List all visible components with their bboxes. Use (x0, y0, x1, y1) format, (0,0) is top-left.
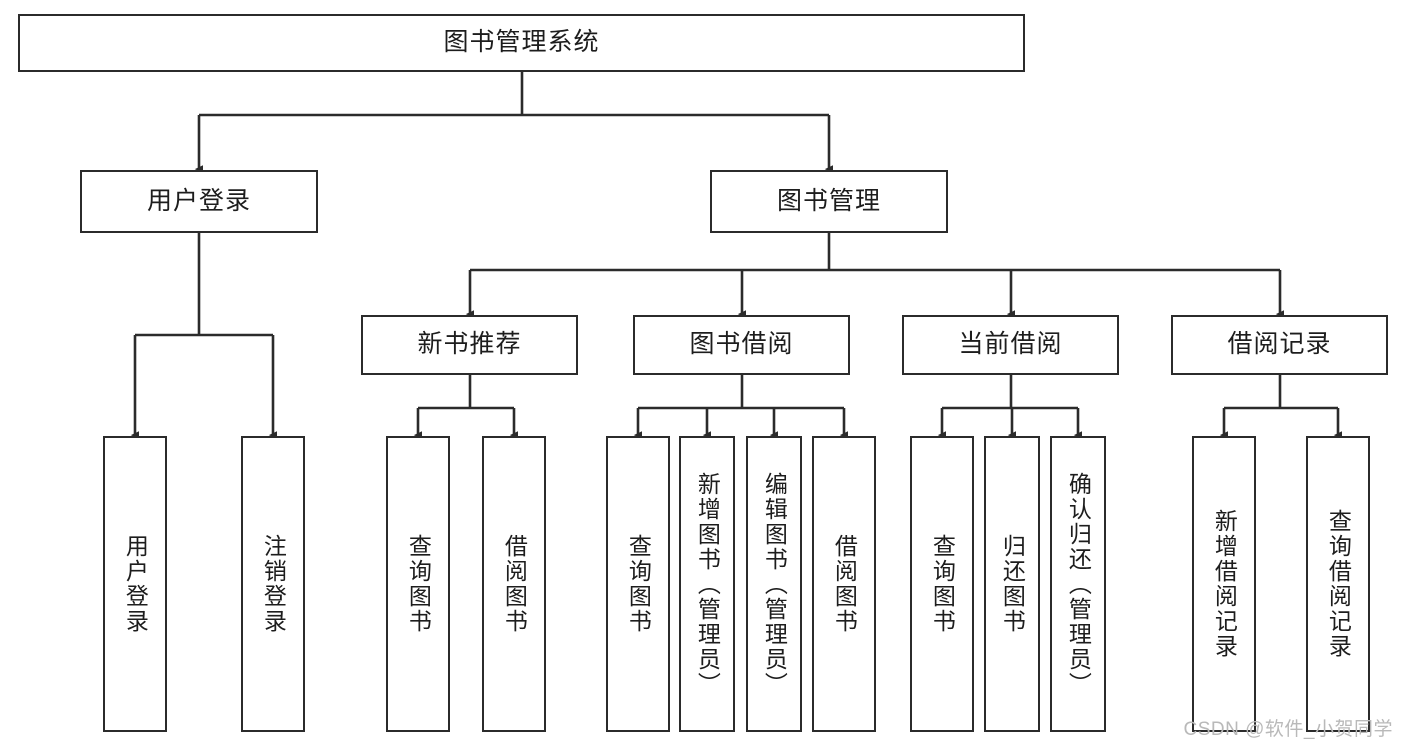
node-newbook[interactable]: 新书推荐 (361, 315, 578, 375)
node-label: 借阅图书 (501, 534, 528, 634)
node-borrow[interactable]: 图书借阅 (633, 315, 850, 375)
node-label: 归还图书 (999, 534, 1026, 634)
node-l-logout[interactable]: 注销登录 (241, 436, 305, 732)
node-l-addbook[interactable]: 新增图书（管理员） (679, 436, 735, 732)
node-label: 借阅记录 (1227, 330, 1332, 359)
node-l-return[interactable]: 归还图书 (984, 436, 1040, 732)
node-label: 查询图书 (929, 534, 956, 634)
node-label: 新书推荐 (417, 330, 522, 359)
node-label: 查询图书 (405, 534, 432, 634)
node-login[interactable]: 用户登录 (80, 170, 318, 233)
node-l-addrec[interactable]: 新增借阅记录 (1192, 436, 1256, 732)
node-label: 用户登录 (122, 534, 149, 634)
node-label: 图书管理系统 (443, 28, 600, 57)
node-label: 查询借阅记录 (1325, 509, 1352, 659)
node-l-login[interactable]: 用户登录 (103, 436, 167, 732)
node-l-confirm[interactable]: 确认归还（管理员） (1050, 436, 1106, 732)
node-l-qbook3[interactable]: 查询图书 (910, 436, 974, 732)
node-l-qbook1[interactable]: 查询图书 (386, 436, 450, 732)
node-label: 查询图书 (625, 534, 652, 634)
node-label: 新增借阅记录 (1211, 509, 1238, 659)
node-l-qbook2[interactable]: 查询图书 (606, 436, 670, 732)
node-records[interactable]: 借阅记录 (1171, 315, 1388, 375)
watermark-text: CSDN @软件_小贺同学 (1183, 719, 1393, 740)
node-l-bbook2[interactable]: 借阅图书 (812, 436, 876, 732)
node-label: 新增图书（管理员） (694, 471, 721, 697)
node-label: 编辑图书（管理员） (761, 471, 788, 697)
node-bookmgmt[interactable]: 图书管理 (710, 170, 948, 233)
node-label: 当前借阅 (958, 330, 1063, 359)
node-root[interactable]: 图书管理系统 (18, 14, 1025, 72)
node-label: 借阅图书 (831, 534, 858, 634)
node-label: 图书借阅 (689, 330, 794, 359)
node-l-qryrec[interactable]: 查询借阅记录 (1306, 436, 1370, 732)
node-current[interactable]: 当前借阅 (902, 315, 1119, 375)
node-label: 用户登录 (146, 186, 251, 215)
node-label: 注销登录 (260, 534, 287, 634)
node-label: 确认归还（管理员） (1065, 471, 1092, 697)
node-l-editbook[interactable]: 编辑图书（管理员） (746, 436, 802, 732)
node-l-bbook1[interactable]: 借阅图书 (482, 436, 546, 732)
node-label: 图书管理 (776, 186, 881, 215)
